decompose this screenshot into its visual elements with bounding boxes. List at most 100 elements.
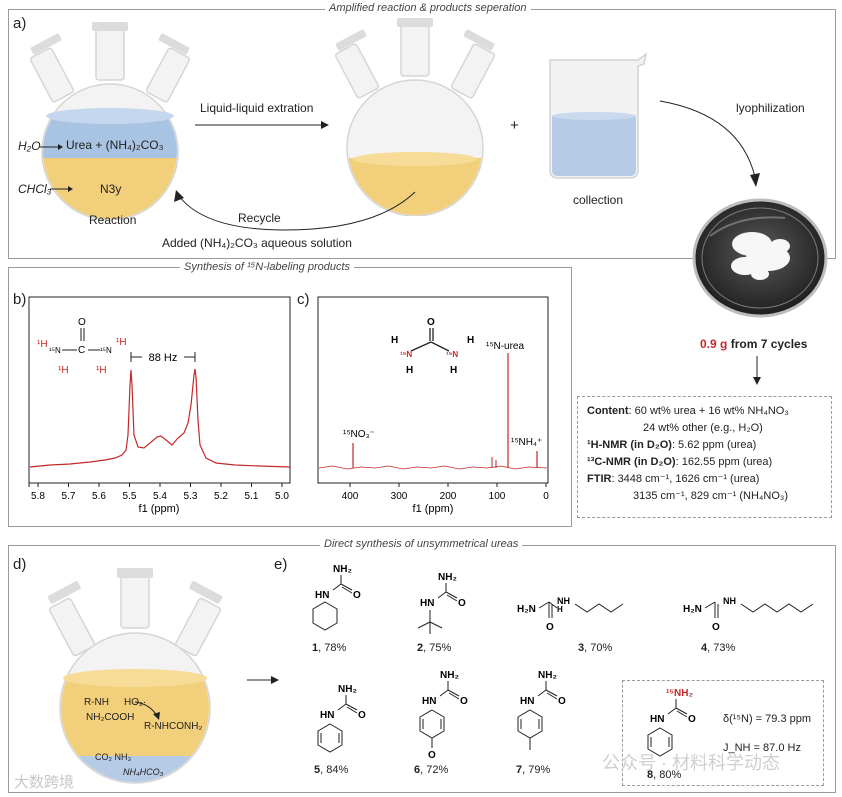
compound-4-number: 4 (701, 642, 708, 654)
panel-label-d: d) (13, 556, 27, 573)
compound-4-label: 4, 73% (701, 642, 735, 654)
compound-5-label: 5, 84% (314, 764, 348, 776)
collection-label: collection (573, 193, 624, 207)
atom-h-c2: H (406, 365, 413, 376)
compound-2-number: 2 (417, 642, 424, 654)
axis-tick-label: 400 (342, 491, 359, 502)
j-nh: J_NH = 87.0 Hz (723, 742, 801, 754)
atom-h1-right-top: ¹H (116, 337, 127, 348)
c5-hn: HN (320, 710, 334, 721)
compound-3-number: 3 (578, 642, 585, 654)
c6-methoxy-o: O (428, 750, 436, 761)
c7-hn: HN (520, 696, 534, 707)
delta-n15: δ(¹⁵N) = 79.3 ppm (723, 713, 812, 725)
atom-o: O (78, 317, 86, 328)
h-nmr-line: ¹H-NMR (in D₂O): 5.62 ppm (urea) (587, 437, 827, 454)
characterization-box (577, 396, 832, 518)
panel-label-b: b) (13, 291, 27, 308)
mech-product: R-NHCONH₂ (144, 721, 203, 732)
lyophilization-label: lyophilization (736, 101, 805, 115)
panel-label-a: a) (13, 15, 27, 32)
chcl3-arrow (50, 186, 73, 192)
ftir-label: FTIR (587, 473, 612, 485)
c1-o: O (353, 590, 361, 601)
urea-15n-structure-c: O ¹⁵N ¹⁵N H H H H (391, 317, 474, 376)
nh4-label: ¹⁵NH₄⁺ (511, 437, 542, 448)
recycle-label: Recycle (238, 211, 281, 225)
mech-rnh: R-NH (84, 697, 109, 708)
compound-3-yield: , 70% (584, 642, 613, 654)
compound-6-yield: , 72% (420, 764, 449, 776)
mechanism-flask (47, 568, 223, 784)
mech-nh4hco3: NH₄HCO₃ (123, 767, 164, 777)
h-nmr-trace (29, 368, 291, 468)
compound-5-number: 5 (314, 764, 321, 776)
chcl3-label: CHCl₃ (18, 182, 52, 196)
axis-tick-label: 5.0 (275, 491, 289, 502)
atom-h-c1: H (391, 335, 398, 346)
urea-15n-structure: O C ¹⁵N ¹⁵N ¹H ¹H ¹H ¹H (37, 317, 127, 376)
c5-nh2: NH₂ (338, 684, 357, 695)
atom-h-c3: H (467, 335, 474, 346)
labeled-compound-box (622, 680, 824, 786)
content-line-2: 24 wt% other (e.g., H₂O) (643, 422, 763, 434)
content-label: Content (587, 405, 629, 417)
recycle-arrow (174, 190, 416, 231)
atom-h1-left-bottom: ¹H (58, 365, 69, 376)
atom-h1-right-bottom: ¹H (96, 365, 107, 376)
compound-6-number: 6 (414, 764, 421, 776)
mech-ho2: HO₂· (124, 697, 147, 708)
c-nmr-value: : 162.55 ppm (urea) (675, 456, 773, 468)
h-nmr-value: : 5.62 ppm (urea) (671, 439, 757, 451)
atom-n15-c-left: ¹⁵N (400, 350, 412, 359)
c3-o: O (546, 622, 554, 633)
collection-beaker (549, 52, 648, 179)
urea-peak-label: ¹⁵N-urea (486, 341, 524, 352)
c6-hn: HN (422, 696, 436, 707)
compound-4-structure: H₂N O NH (683, 596, 814, 633)
water-arrow (40, 144, 63, 150)
compound-7-yield: , 79% (522, 764, 551, 776)
c1-hn: HN (315, 590, 329, 601)
axis-tick-label: 200 (440, 491, 457, 502)
atom-n15-right: ¹⁵N (100, 346, 112, 355)
reaction-caption: Reaction (89, 213, 137, 227)
atom-o-c: O (427, 317, 435, 328)
compound-1-label: 1, 78% (312, 642, 346, 654)
compound-7-number: 7 (516, 764, 523, 776)
c7-o: O (558, 696, 566, 707)
c3-n: NH (557, 596, 570, 606)
yield-cycles: from 7 cycles (727, 337, 808, 351)
c8-n15h2: ¹⁵NH₂ (666, 688, 693, 699)
no3-label: ¹⁵NO₃⁻ (343, 429, 375, 440)
h-nmr-label: ¹H-NMR (in D₂O) (587, 439, 672, 451)
water-label: H₂O (18, 139, 41, 153)
h-nmr-plot-frame (28, 296, 291, 484)
axis-tick-label: 5.7 (62, 491, 76, 502)
compound-7-label: 7, 79% (516, 764, 550, 776)
ftir-line-2: 3135 cm⁻¹, 829 cm⁻¹ (NH₄NO₃) (633, 490, 789, 502)
c8-hn: HN (650, 714, 664, 725)
c6-nh2: NH₂ (440, 670, 459, 681)
product-petri-dish (692, 198, 828, 318)
watermark-right: 公众号 · 材料科学动态 (602, 753, 780, 773)
compound-1-structure: NH₂ O HN (312, 564, 361, 631)
compound-8-yield: , 80% (653, 769, 682, 781)
compound-8-label: 8, 80% (647, 769, 681, 781)
ftir-value: : 3448 cm⁻¹, 1626 cm⁻¹ (urea) (611, 473, 760, 485)
c3-h: H (557, 605, 563, 614)
extraction-arrow (195, 121, 329, 129)
axis-tick-label: 5.5 (123, 491, 137, 502)
compound-1-number: 1 (312, 642, 319, 654)
atom-c: C (78, 345, 85, 356)
compound-3-label: 3, 70% (578, 642, 612, 654)
compound-7-structure: NH₂ O HN (517, 670, 566, 750)
c6-o: O (460, 696, 468, 707)
coupling-label: 88 Hz (149, 352, 178, 364)
atom-n15-left: ¹⁵N (49, 346, 61, 355)
panel-label-e: e) (274, 556, 288, 573)
c8-o: O (688, 714, 696, 725)
axis-tick-label: 5.8 (31, 491, 45, 502)
